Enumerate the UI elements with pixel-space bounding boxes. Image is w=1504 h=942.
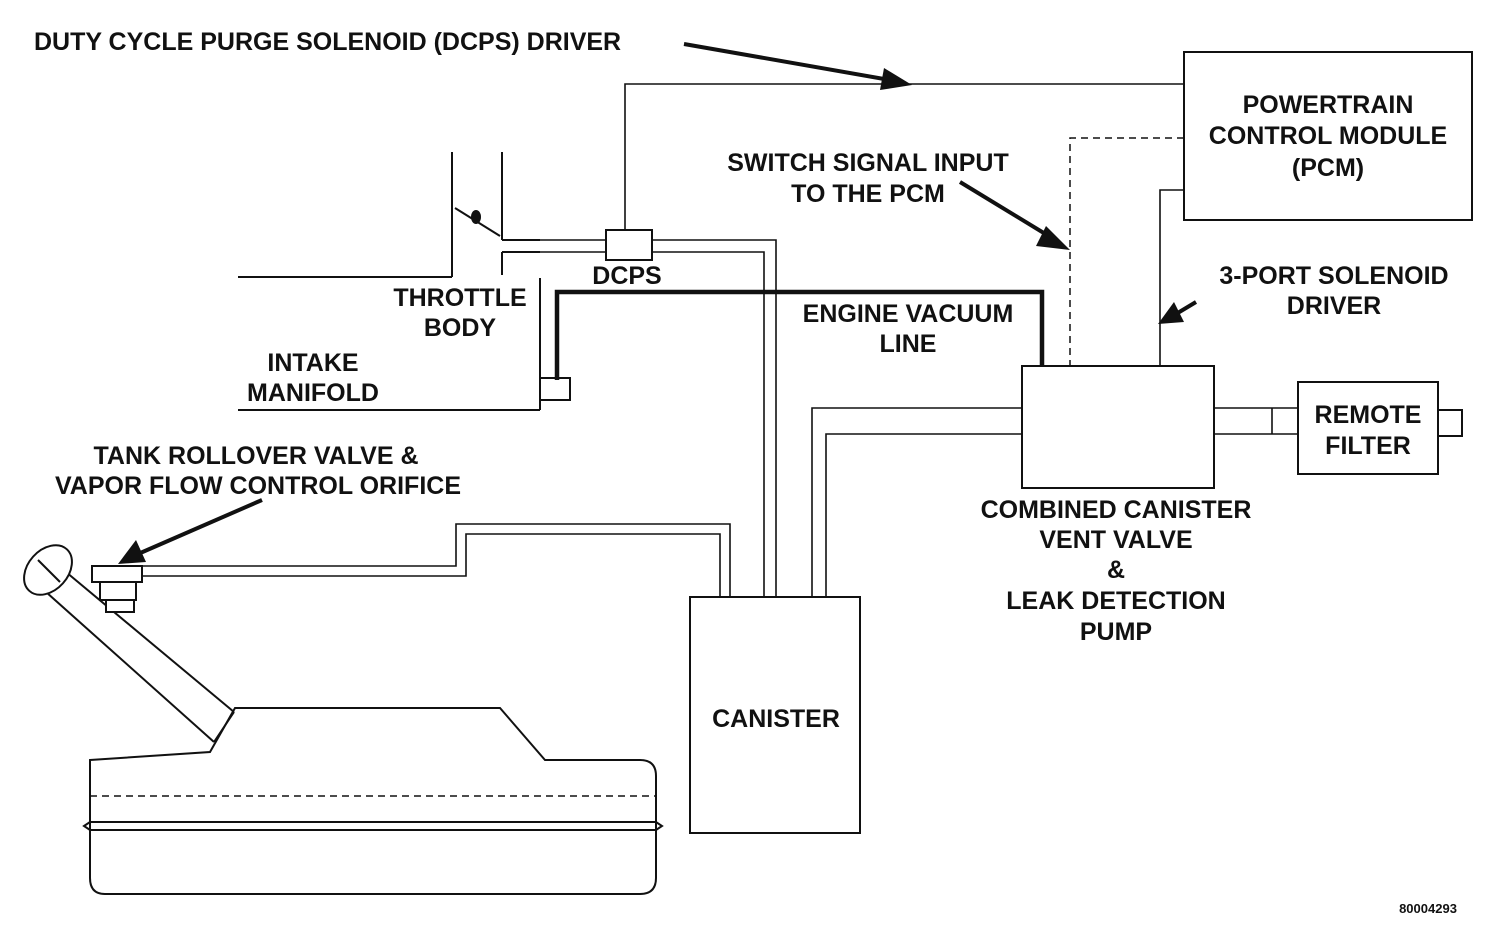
dcps-driver-wire (624, 83, 1184, 230)
pcm-label-line-3: (PCM) (1292, 154, 1364, 182)
switch-signal-label-line-2: TO THE PCM (791, 180, 945, 208)
intake-manifold-outline (238, 278, 571, 411)
throttle-body-label-line-2: BODY (424, 314, 497, 342)
combined-label-line-2: VENT VALVE (1039, 526, 1192, 554)
tank-rollover-arrow (118, 498, 263, 564)
dcps-to-canister-hose (652, 239, 777, 597)
rollover-valve (91, 565, 143, 613)
throttle-body-label-line-1: THROTTLE (393, 284, 526, 312)
solenoid-driver-arrow (1158, 300, 1198, 324)
remote-filter-box (1297, 381, 1439, 475)
remote-filter-label-line-1: REMOTE (1315, 401, 1422, 429)
engine-vacuum-line (554, 289, 1045, 380)
combined-label-line-5: PUMP (1080, 618, 1152, 646)
remote-filter-label-line-2: FILTER (1325, 432, 1411, 460)
filter-hose (1214, 407, 1298, 435)
switch-signal-label-line-1: SWITCH SIGNAL INPUT (727, 149, 1008, 177)
purge-hose-to-throttle (540, 239, 606, 253)
pcm-box (1183, 51, 1473, 221)
manifold-port (539, 377, 571, 401)
solenoid-driver-wire (1159, 189, 1184, 366)
solenoid-driver-label-line-2: DRIVER (1287, 292, 1381, 320)
canister-box (689, 596, 861, 834)
combined-label-line-3: & (1107, 556, 1125, 584)
figure-id: 80004293 (1399, 901, 1457, 916)
pcm-label-line-1: POWERTRAIN (1243, 91, 1414, 119)
switch-signal-arrow (958, 180, 1070, 250)
canister-to-pump-hoses (811, 407, 1022, 597)
pcm-label-line-2: CONTROL MODULE (1209, 122, 1447, 150)
tank-vapor-line (142, 523, 731, 597)
engine-vacuum-label-line-1: ENGINE VACUUM (803, 300, 1014, 328)
switch-signal-wire (1069, 137, 1184, 366)
dcps-driver-label: DUTY CYCLE PURGE SOLENOID (DCPS) DRIVER (34, 28, 621, 56)
remote-filter-port (1437, 409, 1463, 437)
fuel-tank (82, 707, 664, 895)
dcps-solenoid (605, 229, 653, 261)
tank-rollover-label-line-2: VAPOR FLOW CONTROL ORIFICE (55, 472, 461, 500)
filler-neck (23, 544, 235, 743)
dcps-label: DCPS (592, 262, 661, 290)
canister-label: CANISTER (712, 705, 840, 733)
tank-rollover-label-line-1: TANK ROLLOVER VALVE & (94, 442, 419, 470)
intake-manifold-label-line-2: MANIFOLD (247, 379, 379, 407)
engine-vacuum-label-line-2: LINE (880, 330, 937, 358)
intake-manifold-label-line-1: INTAKE (267, 349, 358, 377)
dcps-driver-arrow (683, 42, 912, 90)
combined-label-line-4: LEAK DETECTION (1006, 587, 1225, 615)
combined-label-line-1: COMBINED CANISTER (981, 496, 1252, 524)
solenoid-driver-label-line-1: 3-PORT SOLENOID (1219, 262, 1448, 290)
leak-detection-pump-box (1021, 365, 1215, 489)
throttle-body-outline (238, 152, 540, 278)
